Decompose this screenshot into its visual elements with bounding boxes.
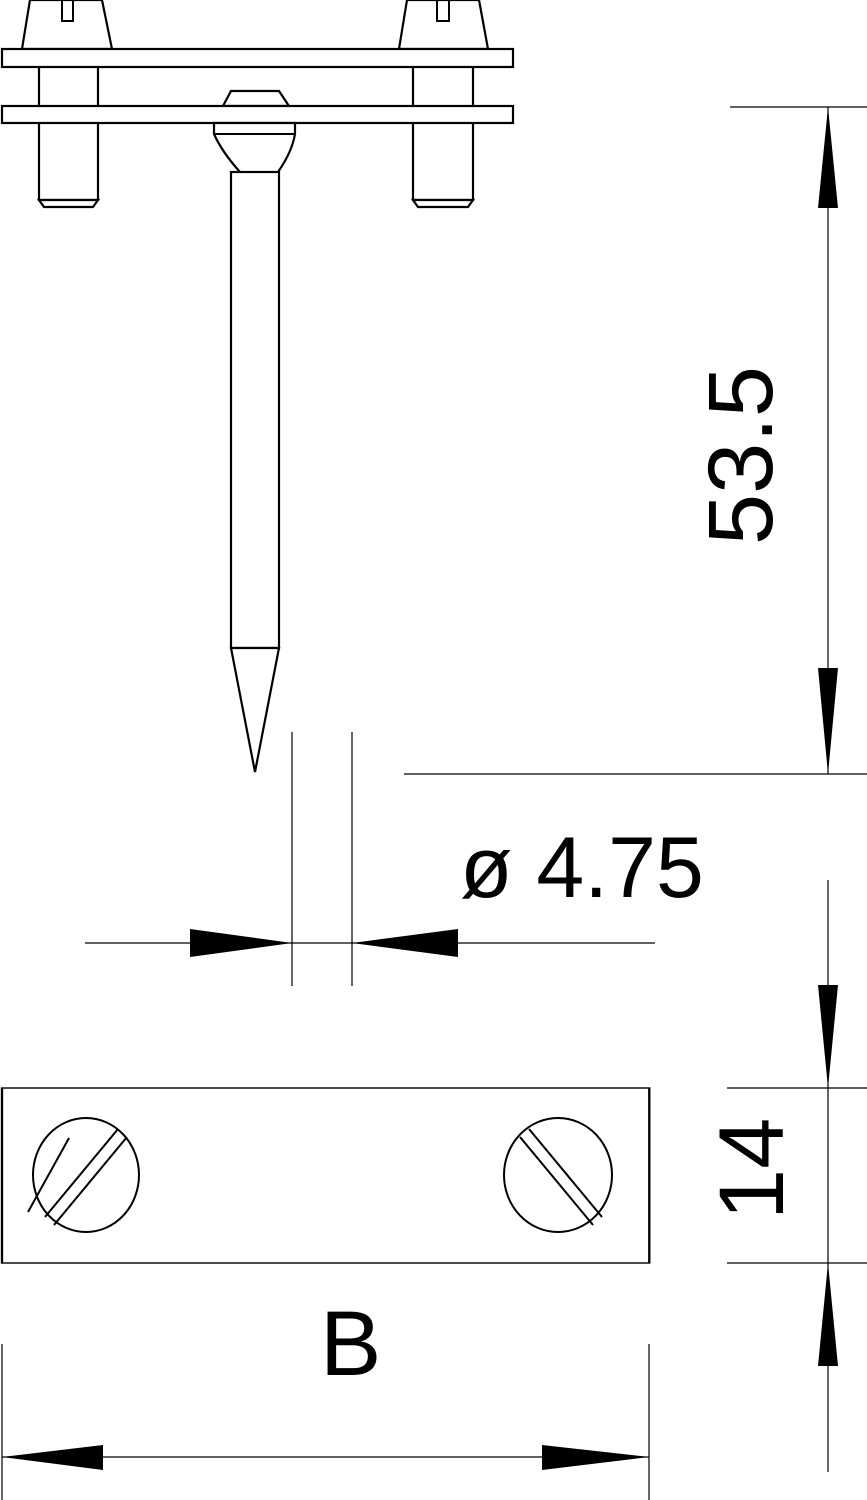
arrow-left-icon bbox=[352, 929, 458, 957]
left-screw-head bbox=[20, 0, 114, 51]
left-screw-tip bbox=[36, 198, 101, 209]
arrow-left-icon bbox=[2, 1445, 103, 1470]
diameter-value: ø 4.75 bbox=[460, 820, 704, 916]
side-view bbox=[0, 0, 515, 773]
pin-head-top bbox=[221, 89, 292, 108]
pin-point bbox=[229, 646, 281, 773]
arrow-up-icon bbox=[818, 1263, 838, 1366]
dimension-width: B bbox=[1, 1293, 650, 1500]
arrow-down-icon bbox=[818, 985, 838, 1088]
left-screw-slot-b bbox=[53, 1136, 128, 1226]
top-view bbox=[0, 1087, 651, 1264]
left-screw-slot-line-1 bbox=[27, 1137, 70, 1213]
arrow-down-icon bbox=[818, 668, 838, 774]
arrow-right-icon bbox=[190, 929, 292, 957]
left-screw-slot-a bbox=[44, 1128, 119, 1218]
right-screw-head-circle bbox=[503, 1117, 613, 1233]
pin-collar bbox=[212, 121, 297, 180]
right-screw-shank bbox=[411, 64, 475, 202]
right-screw-slot bbox=[436, 0, 450, 22]
right-screw-slot-a bbox=[519, 1136, 594, 1226]
dimension-plate-height: 14 bbox=[701, 880, 867, 1472]
dimension-height: 53.5 bbox=[404, 106, 867, 775]
width-value: B bbox=[320, 1293, 381, 1395]
dimension-diameter: ø 4.75 bbox=[85, 732, 704, 986]
height-value: 53.5 bbox=[690, 366, 792, 545]
right-screw bbox=[397, 0, 490, 209]
left-screw-head-circle bbox=[32, 1117, 140, 1233]
right-screw-head bbox=[397, 0, 490, 51]
right-screw-top bbox=[503, 1117, 613, 1233]
right-screw-tip bbox=[410, 198, 476, 209]
left-screw-top bbox=[27, 1117, 140, 1233]
lower-plate bbox=[0, 104, 515, 125]
right-screw-slot-b bbox=[528, 1128, 603, 1218]
pin-shaft bbox=[229, 170, 281, 650]
plate-height-value: 14 bbox=[701, 1118, 803, 1220]
upper-plate bbox=[0, 47, 515, 69]
arrow-up-icon bbox=[818, 107, 838, 208]
left-screw bbox=[20, 0, 114, 209]
left-screw-shank bbox=[37, 64, 100, 202]
arrow-right-icon bbox=[542, 1445, 649, 1470]
left-screw-slot bbox=[61, 0, 74, 22]
